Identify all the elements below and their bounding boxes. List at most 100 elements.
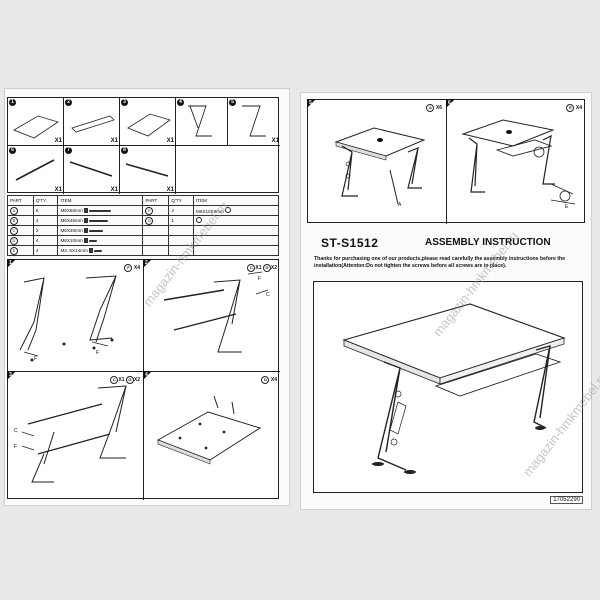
part-letter: G — [262, 264, 271, 272]
rail-drawing — [69, 161, 113, 177]
badge-qty: X4 — [575, 105, 582, 111]
step-5-badge: A X6 — [426, 104, 442, 112]
step-6-panel: 6 E X4 E — [446, 99, 586, 224]
step-corner — [143, 259, 152, 268]
screw-head-icon — [89, 248, 94, 254]
part-letter: C — [110, 376, 119, 384]
bolt-icon — [88, 229, 103, 232]
part-letter: C — [247, 264, 256, 272]
diagram-label: C — [14, 428, 18, 434]
part-quantity: X1 — [110, 138, 118, 144]
bolt-head-icon — [83, 238, 88, 244]
right-instruction-page: 5 A X6 A 6 E X4 — [300, 92, 592, 510]
hardware-parts-table: PART Q'TY. ITEM PART Q'TY. ITEM A 6 M6X5… — [7, 195, 279, 256]
part-quantity: X1 — [166, 138, 174, 144]
step-corner — [307, 99, 316, 108]
table-row: D 4 M6X10mm — [7, 235, 279, 246]
intro-paragraph: Thanks for purchasing one of our product… — [314, 256, 566, 269]
part-quantity: X1 — [54, 138, 62, 144]
part-letter: A — [426, 104, 435, 112]
rail-drawing — [125, 163, 169, 177]
washer-icon — [225, 207, 232, 213]
part-letter: G — [125, 376, 134, 384]
part-item: M6X10X8mm — [196, 209, 224, 214]
col-part: PART — [142, 195, 170, 206]
barcode-number: 17052290 — [550, 496, 583, 504]
part-cell: 5 X1 — [228, 98, 280, 146]
bolt-icon — [88, 219, 108, 222]
step-number: 6 — [448, 100, 451, 106]
part-qty: 4 — [168, 205, 194, 216]
part-letter: D — [10, 236, 18, 245]
badge-qty: X1 — [255, 265, 262, 271]
part-item: M3. 5X14mm — [60, 247, 88, 253]
bolt-head-icon — [83, 218, 88, 224]
part-cell: 4 — [176, 98, 228, 146]
col-part: PART — [7, 195, 34, 206]
step-number: 2 — [145, 260, 148, 266]
table-row: E 4 M3. 5X14mm — [7, 245, 279, 256]
part-cell: 7 X1 — [64, 146, 120, 194]
step-corner — [143, 371, 152, 380]
step-4-badge: D X4 — [261, 376, 277, 384]
part-item: M6X45mm — [60, 217, 83, 223]
step-number: 4 — [145, 372, 148, 378]
diagram-label: F — [96, 350, 100, 356]
table-row: B 4 M6X45mm G 1 — [7, 215, 279, 226]
keyboard-tray-drawing — [127, 113, 171, 137]
part-cell: 3 X1 — [120, 98, 176, 146]
col-item: ITEM — [57, 195, 144, 206]
part-letter: D — [261, 376, 270, 384]
badge-qty: X2 — [133, 377, 140, 383]
part-qty: 4 — [32, 215, 59, 226]
part-item: M6X50mm — [60, 207, 83, 213]
parts-grid: 1 X1 2 X1 3 X1 4 5 X1 6 X1 7 — [7, 97, 280, 194]
part-number: 1 — [9, 99, 16, 106]
part-item: M6X30mm — [60, 227, 83, 233]
badge-qty: X2 — [270, 265, 277, 271]
page-title: ASSEMBLY INSTRUCTION — [425, 237, 551, 248]
part-qty: 4 — [32, 235, 59, 246]
part-number: 2 — [65, 99, 72, 106]
bolt-icon — [88, 209, 111, 212]
bolt-head-icon — [83, 228, 88, 234]
part-item: M6X10mm — [60, 237, 83, 243]
part-qty: 2 — [32, 225, 59, 236]
step-1-panel: 1 F X4 F F — [7, 259, 144, 372]
bolt-head-icon — [83, 208, 88, 214]
part-number: 5 — [229, 99, 236, 106]
bolt-icon — [88, 239, 97, 242]
part-qty: 6 — [32, 205, 59, 216]
model-number: ST-S1512 — [321, 236, 379, 250]
part-number: 6 — [9, 147, 16, 154]
part-cell: 8 X1 — [120, 146, 176, 194]
col-qty: Q'TY. — [168, 195, 194, 206]
part-quantity: X1 — [54, 187, 62, 193]
part-letter: F — [145, 206, 154, 215]
step-corner — [7, 259, 16, 268]
step-4-drawing — [156, 395, 262, 465]
step-1-badge: F X4 — [124, 264, 140, 272]
diagram-label: E — [565, 204, 569, 210]
part-quantity: X1 — [110, 187, 118, 193]
tabletop-drawing — [13, 115, 59, 139]
step-1-drawing — [19, 275, 117, 362]
col-item: ITEM — [193, 195, 279, 206]
part-number: 3 — [121, 99, 128, 106]
table-row: A 6 M6X50mm F 4 M6X10X8mm — [7, 205, 279, 216]
side-frame-drawing — [242, 105, 266, 137]
badge-qty: X4 — [133, 265, 140, 271]
rod-drawing — [15, 159, 55, 181]
badge-qty: X6 — [435, 105, 442, 111]
diagram-label: A — [398, 202, 402, 208]
part-cell: 6 X1 — [8, 146, 64, 194]
diagram-label: F — [34, 356, 38, 362]
part-qty: 4 — [32, 245, 59, 256]
badge-qty: X4 — [270, 377, 277, 383]
step-6-badge: E X4 — [566, 104, 582, 112]
